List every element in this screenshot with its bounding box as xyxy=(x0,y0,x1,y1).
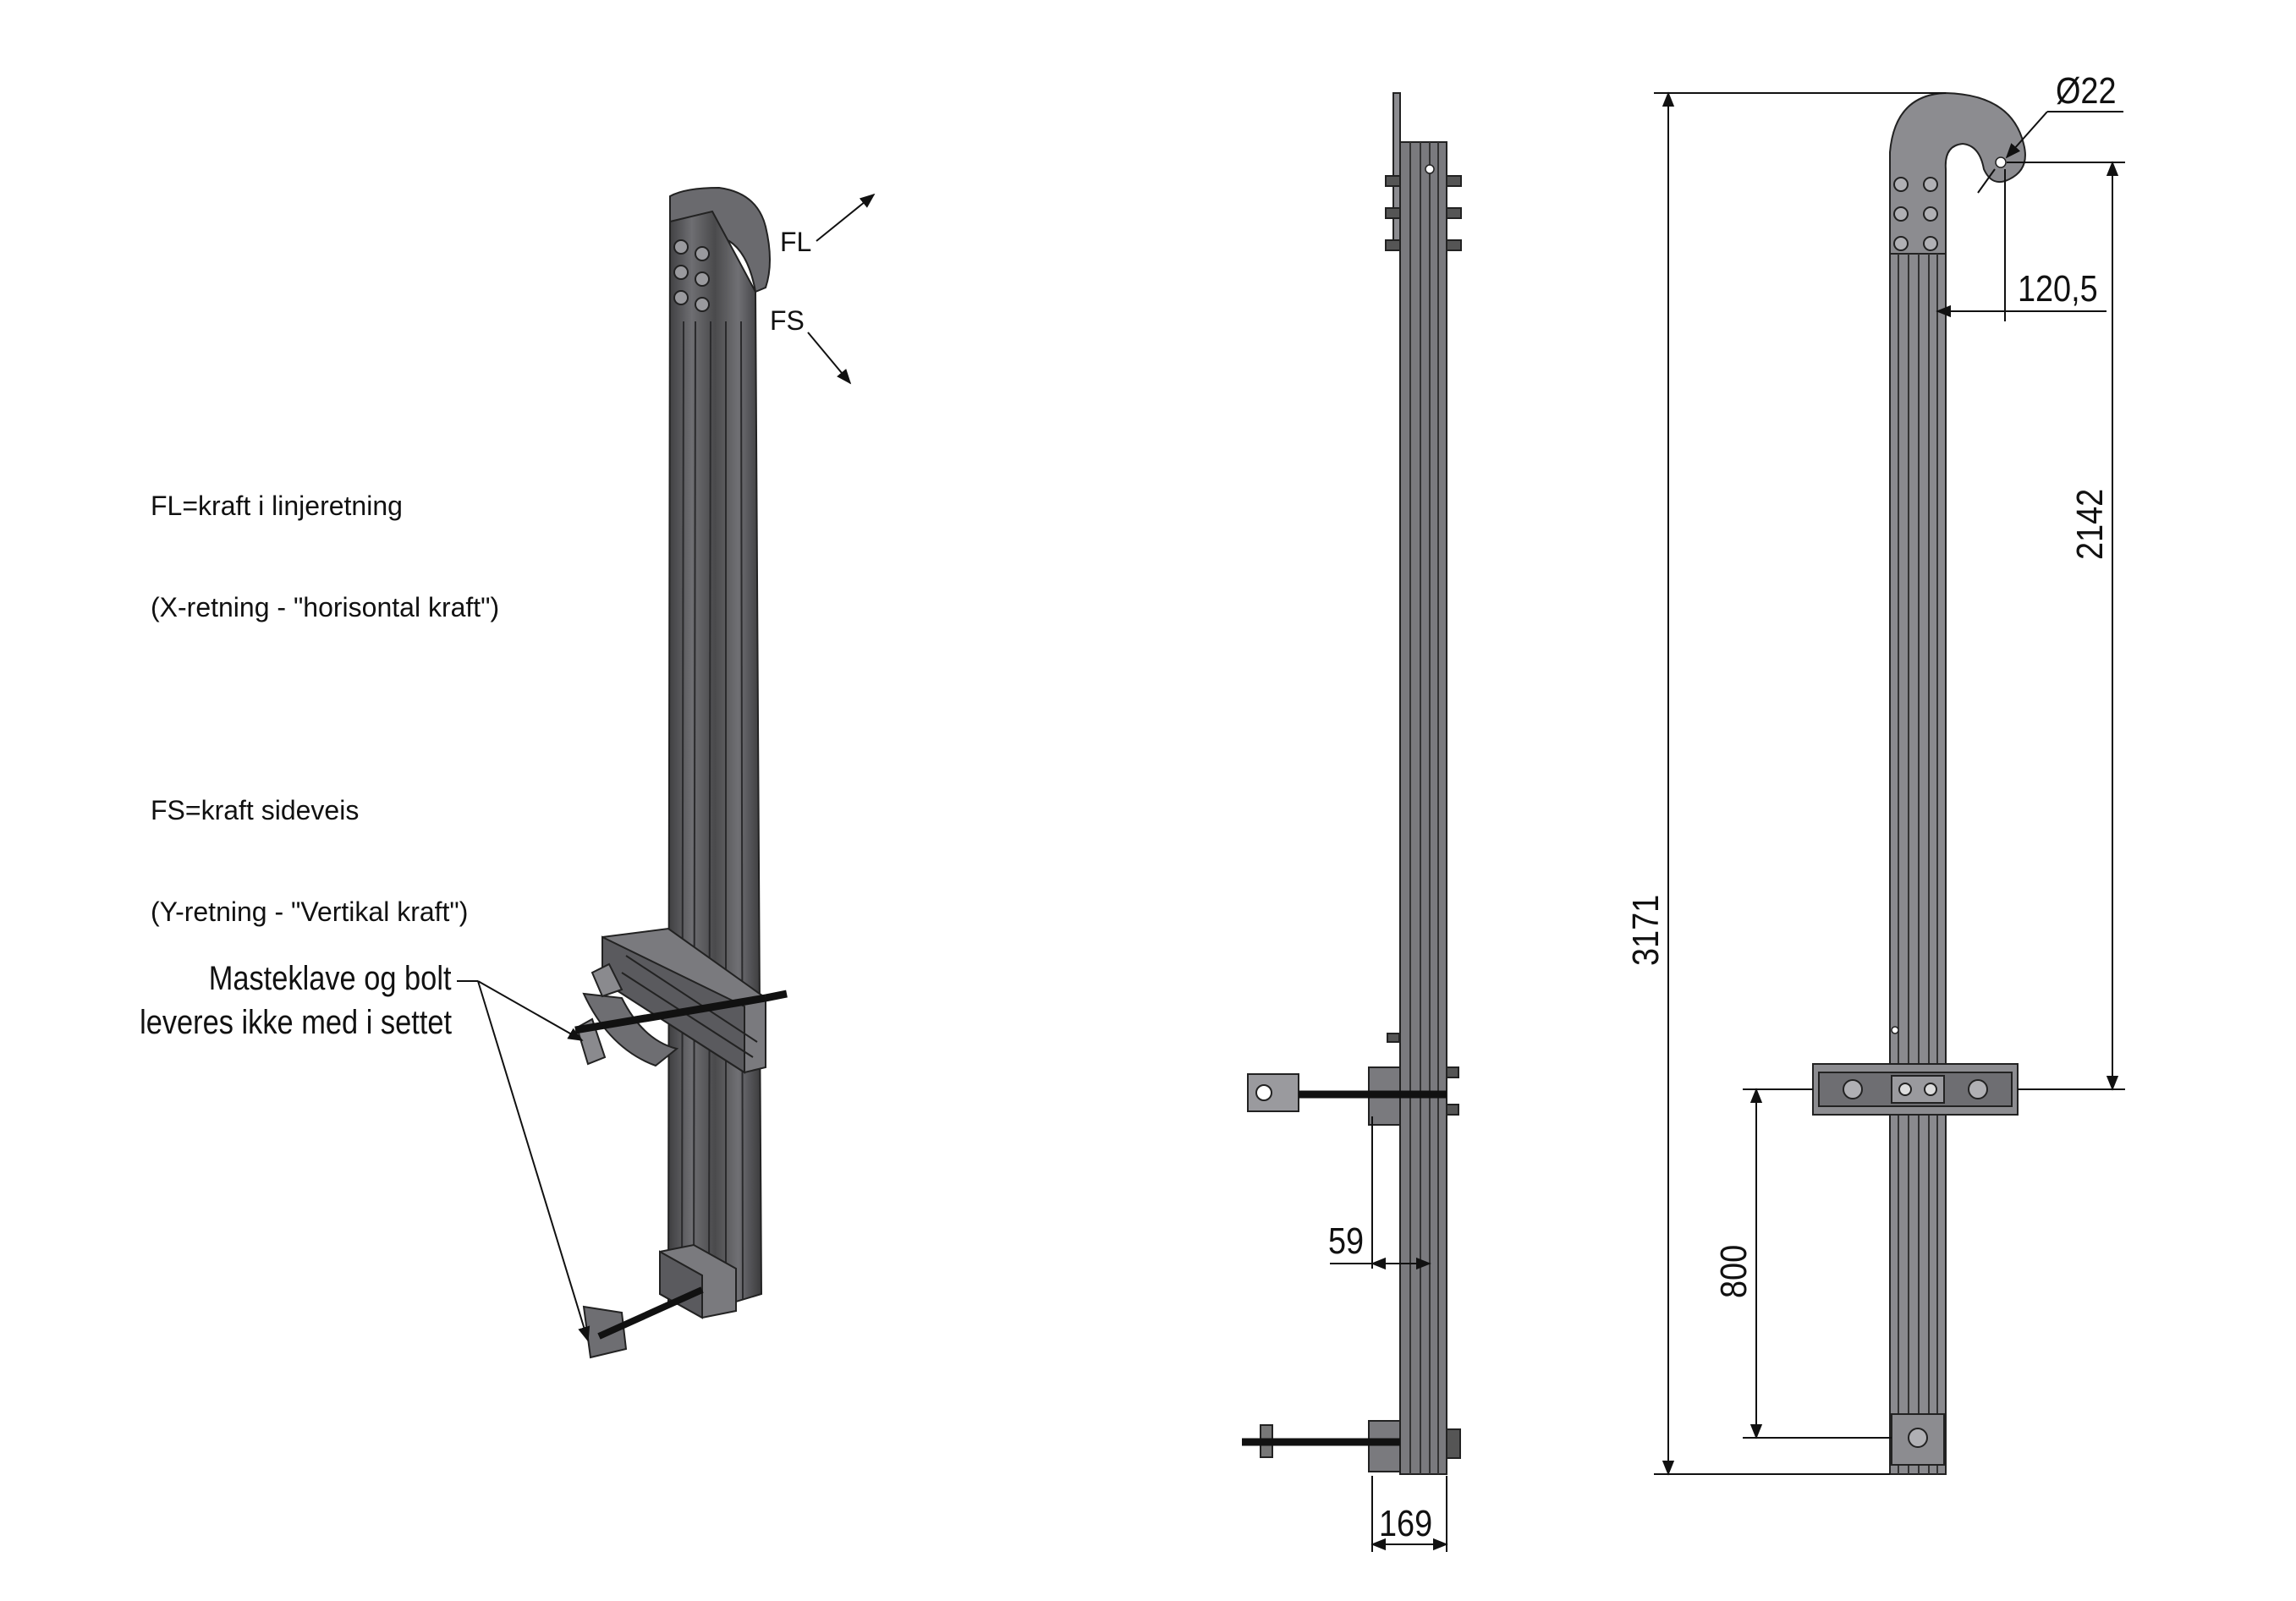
legend-fs-line1: FS=kraft sideveis xyxy=(151,795,360,825)
force-legend: FL=kraft i linjeretning (X-retning - "ho… xyxy=(151,421,499,962)
fl-force-label: FL xyxy=(780,227,811,257)
isometric-view: FL FS xyxy=(457,186,876,1359)
dim-120-5-label: 120,5 xyxy=(2018,267,2098,309)
fl-force-arrow xyxy=(816,193,876,242)
legend-fs-line2: (Y-retning - "Vertikal kraft") xyxy=(151,896,469,927)
side-lower-clamp xyxy=(1260,1420,1461,1472)
fs-force-arrow xyxy=(807,332,852,385)
clamp-note-line1: Masteklave og bolt xyxy=(209,960,452,997)
legend-fl-line2: (X-retning - "horisontal kraft") xyxy=(151,592,500,622)
side-view: 59 169 xyxy=(1242,92,1462,1552)
front-hook xyxy=(1889,91,2026,261)
fs-force-label: FS xyxy=(770,305,805,336)
dim-diameter xyxy=(1977,111,2123,194)
iso-lower-clamp xyxy=(582,1243,737,1359)
dim-3171-label: 3171 xyxy=(1624,895,1666,966)
dim-3171 xyxy=(1654,91,1946,1476)
dim-59 xyxy=(1330,1116,1431,1270)
dim-diameter-label: Ø22 xyxy=(2056,69,2116,111)
side-post xyxy=(1399,141,1447,1475)
front-crossarm xyxy=(1812,1063,2019,1116)
front-view: 3171 2142 800 120,5 Ø22 xyxy=(1624,69,2125,1476)
front-post-grooves xyxy=(1898,254,1938,1474)
dim-800 xyxy=(1743,1088,1892,1439)
front-hook-hole xyxy=(1995,156,2007,168)
front-bottom-block xyxy=(1891,1413,1945,1466)
dim-59-label: 59 xyxy=(1328,1220,1364,1261)
dim-169-label: 169 xyxy=(1379,1502,1432,1543)
iso-upper-clamp xyxy=(575,927,766,1074)
side-hook-bolts xyxy=(1385,175,1462,251)
front-hook-bolts xyxy=(1893,177,1938,251)
dim-2142-label: 2142 xyxy=(2068,489,2110,560)
iso-hook-bolts xyxy=(673,239,710,312)
dim-169 xyxy=(1370,1476,1448,1552)
iso-upper-bolt xyxy=(574,994,766,1034)
side-post-grooves xyxy=(1409,142,1439,1474)
dim-800-label: 800 xyxy=(1712,1245,1754,1298)
dim-120-5 xyxy=(1936,169,2106,321)
note-leaders xyxy=(457,980,590,1342)
dim-2142 xyxy=(2007,161,2125,1091)
clamp-note-line2: leveres ikke med i settet xyxy=(140,1004,452,1041)
legend-fl-line1: FL=kraft i linjeretning xyxy=(151,491,403,521)
iso-lower-bolt xyxy=(597,1286,704,1340)
iso-post-grooves xyxy=(681,321,744,1308)
